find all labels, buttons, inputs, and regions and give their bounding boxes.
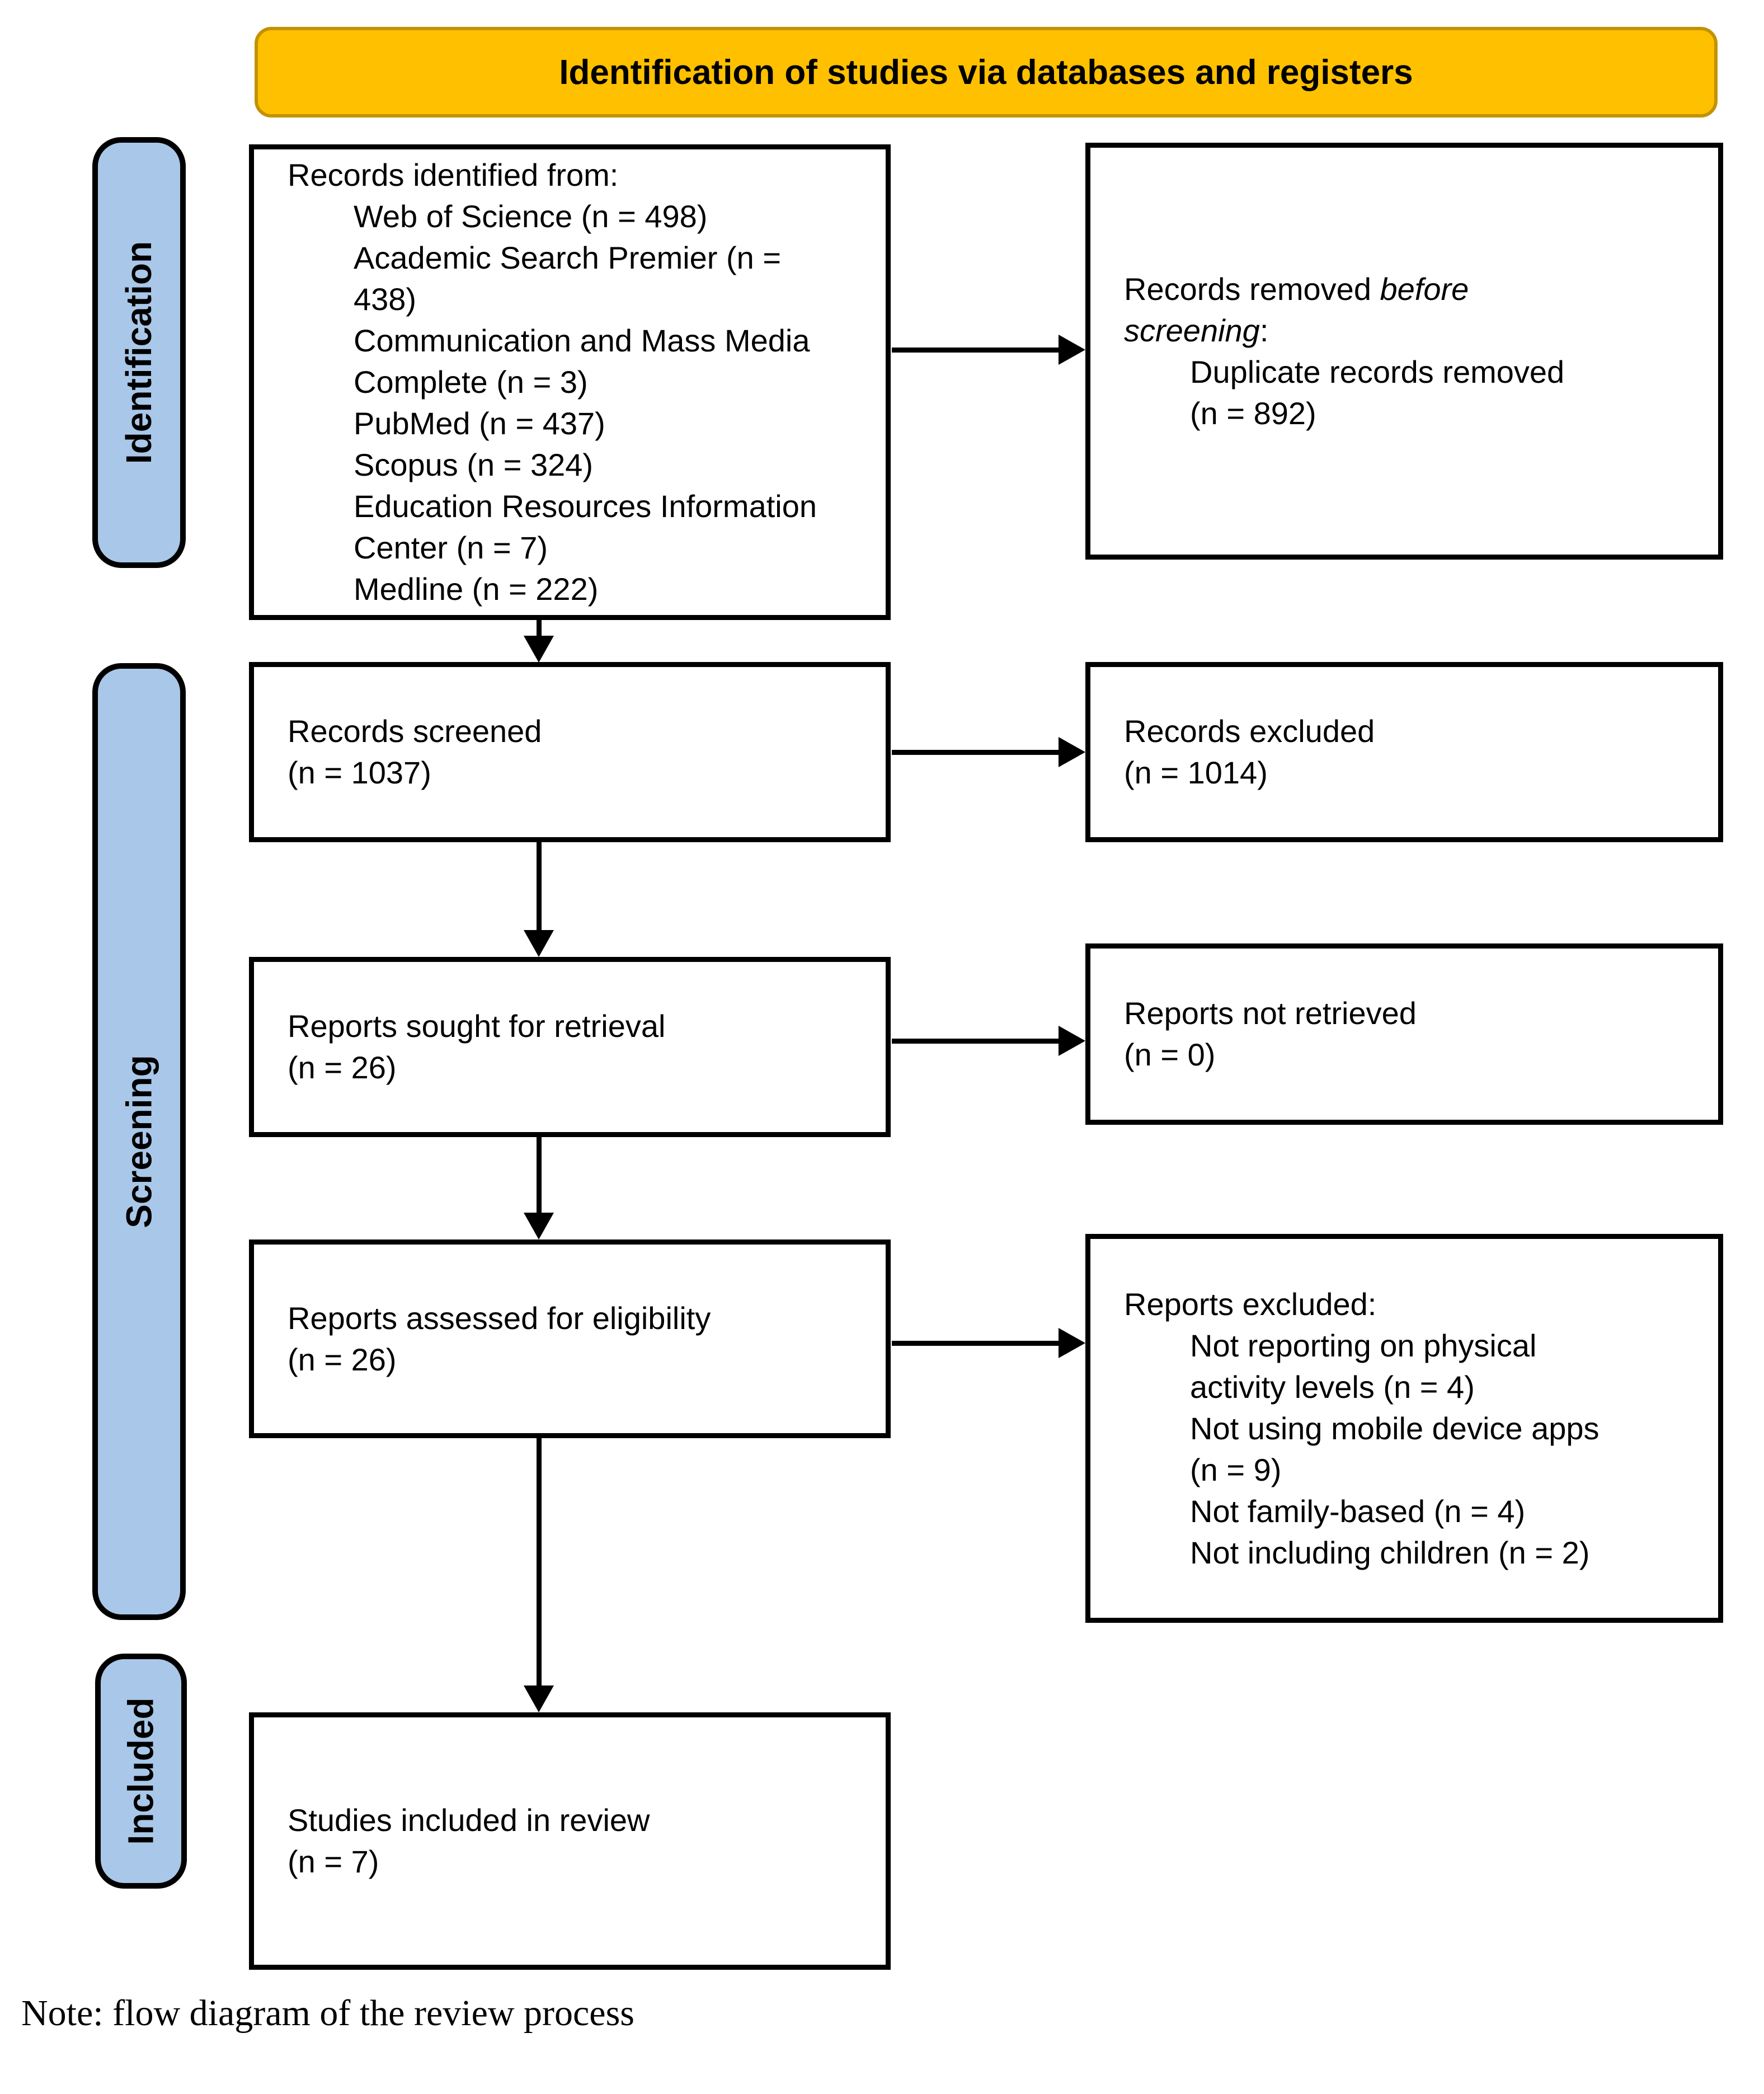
figure-note: Note: flow diagram of the review process [21, 1993, 634, 2034]
box-text-line: (n = 0) [1124, 1037, 1216, 1072]
arrow-line [537, 1437, 542, 1687]
arrow-line [537, 841, 542, 932]
stage-label-identification-text: Identification [119, 241, 159, 464]
arrow-head-right-icon [1059, 335, 1085, 365]
box-studies-included: Studies included in review (n = 7) [249, 1712, 891, 1970]
arrow-line [892, 750, 1060, 755]
box-records-excluded: Records excluded (n = 1014) [1085, 662, 1723, 842]
arrow-line [892, 1039, 1060, 1044]
arrow-head-right-icon [1059, 737, 1085, 767]
banner-title: Identification of studies via databases … [255, 27, 1718, 118]
box-text-line: Not family-based (n = 4) [1190, 1493, 1526, 1529]
arrow-line [892, 1341, 1060, 1346]
box-text-line: PubMed (n = 437) [354, 406, 605, 441]
box-reports-excluded: Reports excluded: Not reporting on physic… [1085, 1234, 1723, 1623]
box-text-line: activity levels (n = 4) [1190, 1369, 1475, 1405]
box-text-line: (n = 1014) [1124, 755, 1268, 790]
box-text-line: screening: [1124, 312, 1269, 348]
box-records-screened: Records screened (n = 1037) [249, 662, 891, 842]
box-text-line: Records removed before [1124, 271, 1469, 307]
box-text-line: Communication and Mass Media [354, 323, 810, 358]
stage-label-screening-text: Screening [119, 1055, 159, 1228]
stage-label-screening: Screening [92, 663, 186, 1620]
box-text-line: Records screened [288, 713, 542, 749]
box-text-line: Not including children (n = 2) [1190, 1534, 1590, 1570]
box-reports-assessed: Reports assessed for eligibility (n = 26) [249, 1240, 891, 1438]
box-text-line: (n = 1037) [288, 755, 431, 790]
arrow-head-right-icon [1059, 1328, 1085, 1358]
stage-label-identification: Identification [92, 137, 186, 568]
box-text-line: (n = 26) [288, 1050, 397, 1085]
box-text-line: (n = 892) [1190, 395, 1316, 431]
box-text-line: Scopus (n = 324) [354, 447, 594, 482]
box-text-line: Academic Search Premier (n = [354, 240, 782, 275]
arrow-head-right-icon [1059, 1026, 1085, 1056]
box-records-identified: Records identified from: Web of Science (… [249, 144, 891, 620]
box-text-line: (n = 9) [1190, 1452, 1282, 1487]
box-reports-sought: Reports sought for retrieval (n = 26) [249, 957, 891, 1137]
box-text-line: Duplicate records removed [1190, 354, 1565, 389]
arrow-head-down-icon [524, 1685, 554, 1712]
box-text-line: Education Resources Information [354, 489, 817, 524]
box-text-line: (n = 26) [288, 1341, 397, 1377]
box-text-line: Not using mobile device apps [1190, 1410, 1600, 1446]
arrow-head-down-icon [524, 930, 554, 957]
box-text-line: Studies included in review [288, 1802, 650, 1838]
box-text-line: Medline (n = 222) [354, 571, 599, 607]
box-text-line: Records identified from: [288, 157, 619, 193]
arrow-line [537, 1136, 542, 1214]
box-text-line: 438) [354, 281, 417, 317]
box-text-line: (n = 7) [288, 1844, 379, 1879]
box-reports-not-retrieved: Reports not retrieved (n = 0) [1085, 943, 1723, 1125]
box-text-line: Web of Science (n = 498) [354, 199, 708, 234]
box-text-line: Reports excluded: [1124, 1286, 1377, 1322]
box-text-line: Reports not retrieved [1124, 996, 1417, 1031]
box-records-removed: Records removed before screening: Duplicat… [1085, 143, 1723, 560]
arrow-line [892, 348, 1060, 353]
arrow-head-down-icon [524, 1213, 554, 1240]
box-text-line: Records excluded [1124, 713, 1375, 749]
box-text-line: Center (n = 7) [354, 530, 548, 565]
stage-label-included-text: Included [121, 1697, 161, 1845]
box-text-line: Reports assessed for eligibility [288, 1300, 711, 1336]
stage-label-included: Included [95, 1654, 187, 1889]
box-text-line: Complete (n = 3) [354, 364, 588, 400]
arrow-line [537, 619, 542, 638]
arrow-head-down-icon [524, 636, 554, 663]
box-text-line: Reports sought for retrieval [288, 1008, 666, 1044]
box-text-line: Not reporting on physical [1190, 1327, 1537, 1363]
